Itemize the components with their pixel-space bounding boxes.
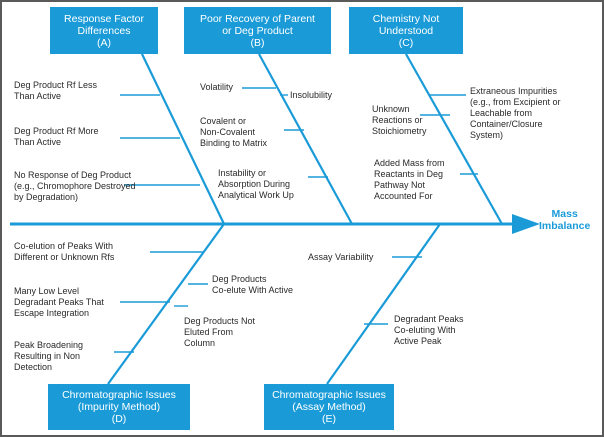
cause-d5: Deg Products Not Eluted From Column	[184, 316, 256, 348]
category-a-line-1: Response Factor	[64, 12, 144, 25]
category-e-line-2: (Assay Method)	[292, 401, 366, 413]
category-b-line-2: or Deg Product	[222, 24, 293, 37]
cause-d3: Peak Broadening Resulting in Non Detecti…	[14, 340, 84, 372]
effect-line-2: Imbalance	[539, 220, 591, 232]
cause-b3: Covalent or Non-Covalent Binding to Matr…	[200, 116, 268, 148]
cause-d1: Co-elution of Peaks With Different or Un…	[14, 241, 115, 262]
category-b-line-1: Poor Recovery of Parent	[200, 12, 315, 25]
spine-arrowhead	[512, 214, 540, 234]
bone-c	[405, 53, 503, 225]
bone-e	[326, 223, 441, 385]
effect-line-1: Mass	[551, 208, 578, 220]
bone-b	[258, 53, 353, 225]
effect-label: Mass Imbalance	[539, 208, 590, 232]
category-e-line-3: (E)	[322, 413, 336, 425]
category-c-line-2: Understood	[378, 24, 434, 37]
cause-a2: Deg Product Rf More Than Active	[14, 126, 99, 147]
cause-c2: Unknown Reactions or Stoichiometry	[372, 104, 427, 136]
bone-a	[141, 53, 225, 225]
cause-d4: Deg Products Co-elute With Active	[212, 274, 294, 295]
category-d-line-1: Chromatographic Issues	[62, 389, 176, 401]
category-c-line-3: (C)	[398, 36, 414, 49]
cause-a1: Deg Product Rf Less Than Active	[14, 80, 98, 101]
cause-b1: Volatility	[200, 82, 234, 92]
cause-b2: Insolubility	[290, 90, 333, 100]
category-a-box: Response Factor Differences (A)	[50, 7, 158, 54]
bone-d	[107, 223, 225, 385]
cause-d2: Many Low Level Degradant Peaks That Esca…	[14, 286, 104, 318]
cause-e2: Degradant Peaks Co-eluting With Active P…	[394, 314, 464, 346]
cause-a3: No Response of Deg Product (e.g., Chromo…	[14, 170, 136, 202]
category-d-box: Chromatographic Issues (Impurity Method)…	[48, 384, 190, 430]
category-c-box: Chemistry Not Understood (C)	[349, 7, 463, 54]
category-b-line-3: (B)	[250, 36, 265, 49]
category-c-line-1: Chemistry Not	[372, 12, 440, 25]
cause-c1: Extraneous Impurities (e.g., from Excipi…	[470, 86, 561, 140]
category-e-box: Chromatographic Issues (Assay Method) (E…	[264, 384, 394, 430]
cause-e1: Assay Variability	[308, 252, 374, 262]
category-d-line-3: (D)	[111, 413, 127, 425]
category-d-line-2: (Impurity Method)	[77, 401, 161, 413]
category-a-line-3: (A)	[97, 36, 111, 49]
category-b-box: Poor Recovery of Parent or Deg Product (…	[184, 7, 331, 54]
category-a-line-2: Differences	[77, 24, 131, 37]
cause-c3: Added Mass from Reactants in Deg Pathway…	[374, 158, 445, 201]
cause-b4: Instability or Absorption During Analyti…	[218, 168, 294, 200]
category-e-line-1: Chromatographic Issues	[272, 389, 386, 401]
